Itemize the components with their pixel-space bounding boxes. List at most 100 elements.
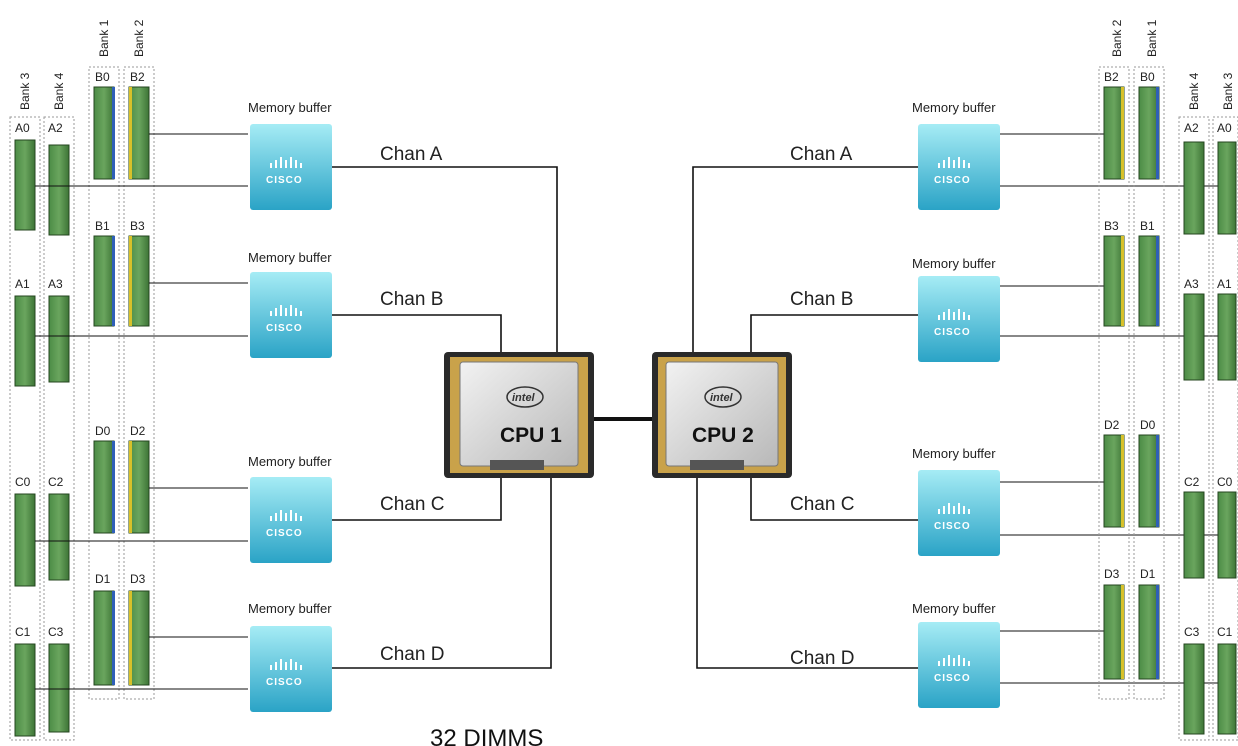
dimm-modules-left	[14, 86, 150, 737]
slot-label-c1-right: C1	[1217, 625, 1233, 639]
bank4-right-box	[1178, 116, 1210, 741]
bank2-left-box	[123, 66, 155, 700]
chan-b-right-label: Chan B	[790, 289, 853, 310]
bank1-left-box	[88, 66, 120, 700]
bank2-right-label: Bank 2	[1110, 19, 1124, 57]
slot-label-a0-right: A0	[1217, 121, 1232, 135]
dimm-c1-left	[14, 643, 36, 737]
memory-buffer-right-d: Memory buffer CISCO	[912, 601, 1000, 708]
slot-label-b1-left: B1	[95, 219, 110, 233]
memory-buffer-left-b: Memory buffer CISCO	[248, 250, 332, 358]
slot-label-d0-right: D0	[1140, 418, 1156, 432]
slot-label-d2-right: D2	[1104, 418, 1120, 432]
memory-buffer-label: Memory buffer	[912, 100, 996, 115]
bank3-right-label: Bank 3	[1221, 72, 1235, 110]
dimm-c2-right	[1183, 491, 1205, 579]
chan-b-left-label: Chan B	[380, 289, 443, 310]
slot-label-a3-right: A3	[1184, 277, 1199, 291]
memory-buffer-left-d: Memory buffer CISCO	[248, 601, 332, 712]
slot-label-a0-left: A0	[15, 121, 30, 135]
dimm-b3-left	[128, 235, 150, 327]
memory-buffer-label: Memory buffer	[248, 100, 332, 115]
dimm-a3-left	[48, 295, 70, 383]
chan-a-left-label: Chan A	[380, 144, 443, 165]
dimm-b2-right	[1103, 86, 1125, 180]
dimm-b0-right	[1138, 86, 1160, 180]
dimm-b1-right	[1138, 235, 1160, 327]
dimm-b0-left	[93, 86, 115, 180]
slot-label-d0-left: D0	[95, 424, 111, 438]
cisco-logo-text: CISCO	[266, 528, 303, 539]
dimm-c3-right	[1183, 643, 1205, 735]
slot-label-b0-right: B0	[1140, 70, 1155, 84]
cpu1-label: CPU 1	[500, 424, 562, 447]
bank2-right-box	[1098, 66, 1130, 700]
memory-buffer-label: Memory buffer	[912, 601, 996, 616]
slot-label-d3-left: D3	[130, 572, 146, 586]
slot-label-d1-right: D1	[1140, 567, 1156, 581]
slot-label-a2-right: A2	[1184, 121, 1199, 135]
dimm-d3-right	[1103, 584, 1125, 680]
dimm-a0-left	[14, 139, 36, 231]
chan-c-right-label: Chan C	[790, 494, 854, 515]
memory-buffer-label: Memory buffer	[912, 446, 996, 461]
memory-buffer-left-a: Memory buffer CISCO	[248, 100, 332, 210]
chan-d-left-label: Chan D	[380, 644, 444, 665]
slot-label-a3-left: A3	[48, 277, 63, 291]
cpu1-chip: intel CPU 1	[444, 352, 594, 478]
chan-c-left-label: Chan C	[380, 494, 444, 515]
cisco-logo-text: CISCO	[266, 323, 303, 334]
slot-label-c2-right: C2	[1184, 475, 1200, 489]
memory-buffer-left-c: Memory buffer CISCO	[248, 454, 332, 563]
cisco-logo-text: CISCO	[934, 175, 971, 186]
dimm-a2-left	[48, 144, 70, 236]
slot-label-b1-right: B1	[1140, 219, 1155, 233]
slot-label-c0-right: C0	[1217, 475, 1233, 489]
chan-d-right-label: Chan D	[790, 648, 854, 669]
cpu2-chip: intel CPU 2	[652, 352, 792, 478]
slot-label-a1-left: A1	[15, 277, 30, 291]
memory-buffer-label: Memory buffer	[248, 250, 332, 265]
slot-label-b0-left: B0	[95, 70, 110, 84]
bank1-left-label: Bank 1	[97, 19, 111, 57]
dimm-c0-left	[14, 493, 36, 587]
cisco-logo-text: CISCO	[934, 327, 971, 338]
slot-label-c3-left: C3	[48, 625, 64, 639]
dimm-d0-right	[1138, 434, 1160, 528]
dimm-a0-right	[1217, 141, 1237, 235]
bank4-right-label: Bank 4	[1187, 72, 1201, 110]
slot-label-b2-right: B2	[1104, 70, 1119, 84]
bank1-right-box	[1133, 66, 1165, 700]
cisco-logo-bars-right	[938, 157, 970, 666]
dimm-d0-left	[93, 440, 115, 534]
cisco-logo-text: CISCO	[934, 521, 971, 532]
bank3-right-box	[1212, 116, 1238, 741]
dimm-links-left	[35, 133, 248, 690]
memory-buffer-right-c: Memory buffer CISCO	[912, 446, 1000, 556]
bank3-left-box	[9, 116, 41, 741]
dimm-a1-right	[1217, 293, 1237, 381]
cpu1-intel-logo: intel	[512, 392, 536, 404]
dimm-d3-left	[128, 590, 150, 686]
slot-label-b3-left: B3	[130, 219, 145, 233]
channel-wires-right	[692, 166, 918, 669]
dimm-b2-left	[128, 86, 150, 180]
dimm-a3-right	[1183, 293, 1205, 381]
bank3-left-label: Bank 3	[18, 72, 32, 110]
bank4-left-label: Bank 4	[52, 72, 66, 110]
cisco-logo-text: CISCO	[266, 175, 303, 186]
slot-label-a1-right: A1	[1217, 277, 1232, 291]
memory-buffer-right-b: Memory buffer CISCO	[912, 256, 1000, 362]
cpu2-label: CPU 2	[692, 424, 754, 447]
slot-label-c0-left: C0	[15, 475, 31, 489]
dimm-a1-left	[14, 295, 36, 387]
chan-a-right-label: Chan A	[790, 144, 853, 165]
slot-label-b2-left: B2	[130, 70, 145, 84]
slot-label-c3-right: C3	[1184, 625, 1200, 639]
cisco-logo-text: CISCO	[934, 673, 971, 684]
bank1-right-label: Bank 1	[1145, 19, 1159, 57]
slot-label-d3-right: D3	[1104, 567, 1120, 581]
memory-buffer-label: Memory buffer	[248, 454, 332, 469]
bank4-left-box	[43, 116, 75, 741]
